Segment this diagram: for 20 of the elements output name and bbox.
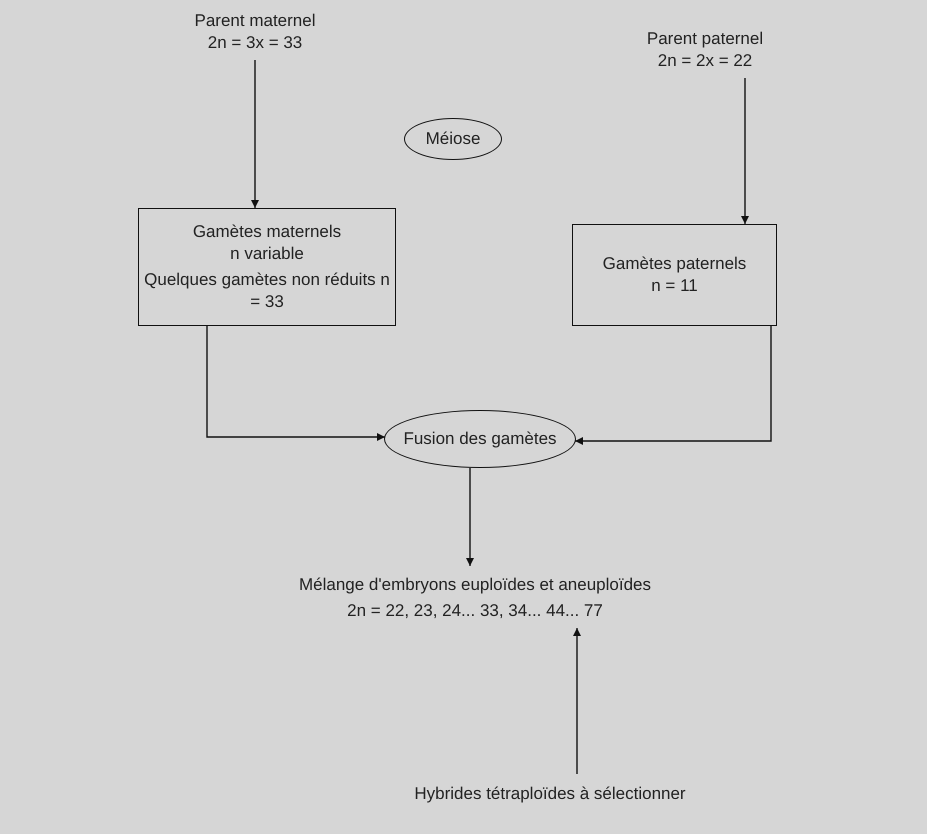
node-label: Gamètes paternels n = 11 <box>602 253 748 297</box>
node-label: Fusion des gamètes <box>403 428 557 450</box>
node-label: Méiose <box>426 128 480 150</box>
arrow <box>251 60 259 208</box>
node-label: 2n = 22, 23, 24... 33, 34... 44... 77 <box>347 600 603 622</box>
arrow <box>741 78 749 224</box>
node-label: Mélange d'embryons euploïdes et aneuploïdes <box>299 574 651 596</box>
node-label: Hybrides tétraploïdes à sélectionner <box>414 783 686 805</box>
arrow <box>575 326 772 445</box>
node-label: Parent maternel 2n = 3x = 33 <box>194 10 316 54</box>
node-label: Gamètes maternels n variable <box>192 221 342 265</box>
arrow <box>206 326 385 441</box>
node-label: Parent paternel 2n = 2x = 22 <box>646 28 764 72</box>
arrow <box>573 628 581 774</box>
node-label: Quelques gamètes non réduits n = 33 <box>143 269 391 313</box>
process-box <box>138 208 396 326</box>
process-ellipse <box>384 410 576 468</box>
arrow <box>466 468 474 566</box>
process-box <box>572 224 777 326</box>
process-ellipse <box>404 118 502 160</box>
